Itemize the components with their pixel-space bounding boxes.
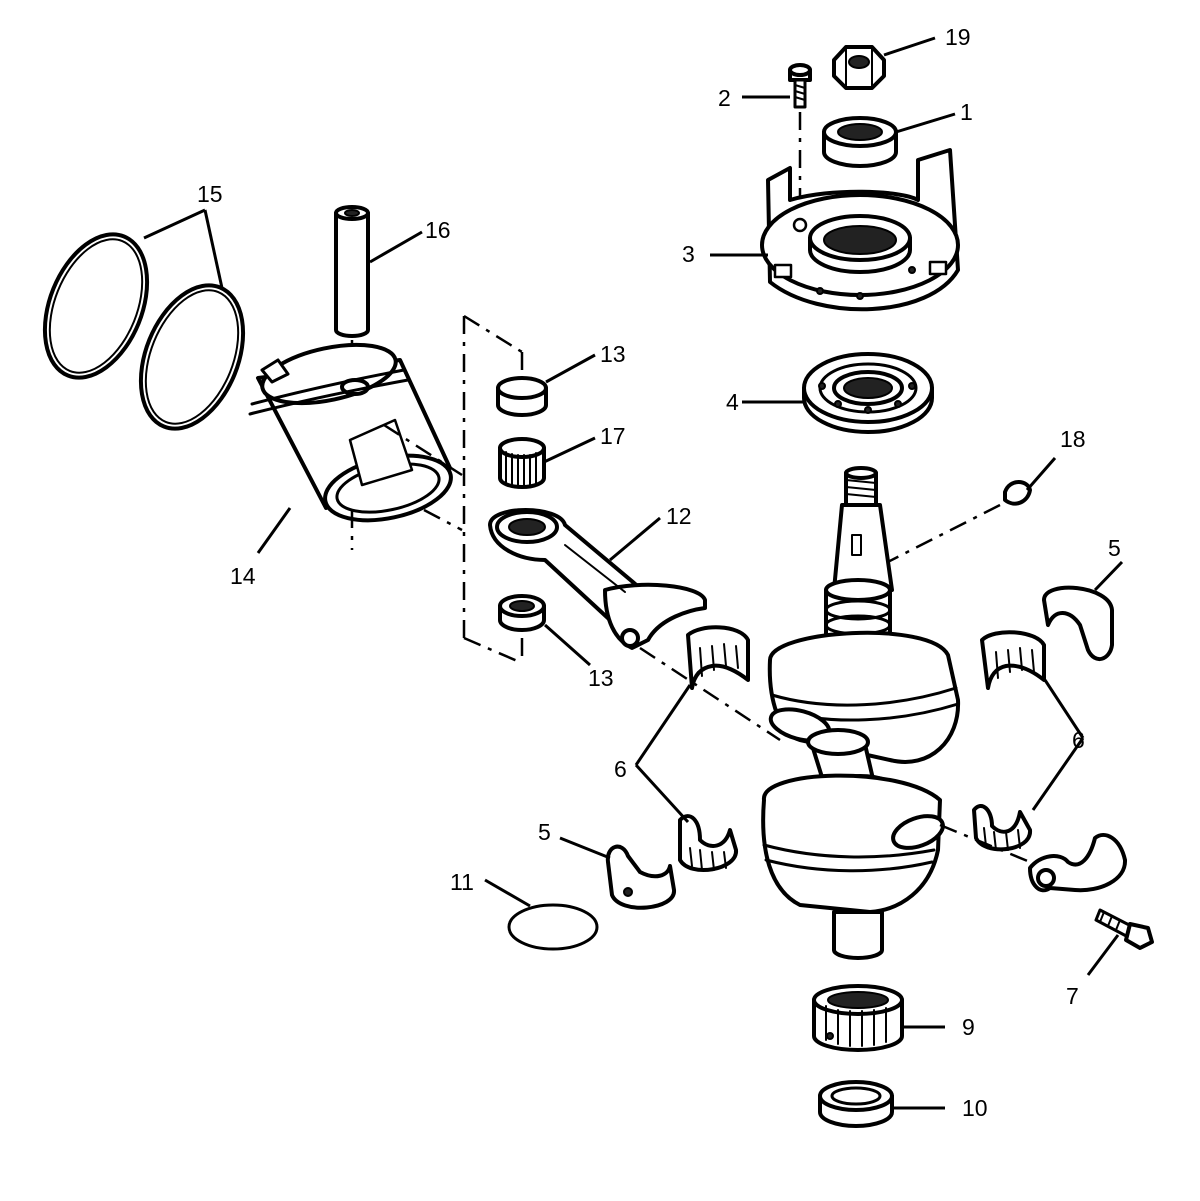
callout-14: 14 [230, 563, 256, 589]
rod-alignment-line [639, 646, 781, 742]
callout-16: 16 [425, 217, 451, 243]
end-cap-housing [760, 148, 960, 312]
callout-12: 12 [666, 503, 692, 529]
callout-5-left: 5 [538, 819, 551, 845]
retaining-ring [507, 903, 599, 951]
oil-seal-lower [818, 1080, 894, 1128]
callout-13-upper: 13 [600, 341, 626, 367]
callout-7: 7 [1066, 983, 1079, 1009]
pin-bushing-lower [498, 594, 546, 632]
connecting-rod [488, 508, 707, 650]
callout-9: 9 [962, 1014, 975, 1040]
needle-bearing [498, 437, 546, 489]
rod-bolt [1094, 908, 1154, 950]
pin-bore-line-lower [423, 508, 463, 532]
callout-6-right: 6 [1072, 727, 1085, 753]
oil-seal-upper [822, 116, 898, 168]
key-alignment-line [867, 503, 1001, 574]
leader-lines [143, 36, 1124, 1110]
callout-1: 1 [960, 99, 973, 125]
piston [248, 342, 453, 523]
callout-13-lower: 13 [588, 665, 614, 691]
main-bearing-cage-left [605, 844, 676, 910]
rod-cap [1028, 832, 1128, 893]
ball-bearing [802, 352, 934, 434]
screw [788, 63, 812, 109]
assembly-bracket [462, 314, 524, 665]
callout-15: 15 [197, 181, 223, 207]
callout-5-right: 5 [1108, 535, 1121, 561]
woodruff-key [1003, 480, 1032, 506]
callout-6-left: 6 [614, 756, 627, 782]
callout-11: 11 [450, 869, 474, 895]
nut [832, 45, 886, 90]
piston-rings [42, 232, 246, 431]
callout-2: 2 [718, 85, 731, 111]
needle-bearing-half-lower-right [972, 804, 1032, 852]
callout-3: 3 [682, 241, 695, 267]
callout-17: 17 [600, 423, 626, 449]
roller-bearing-lower [812, 984, 904, 1052]
callout-10: 10 [962, 1095, 988, 1121]
callout-labels: 19 2 1 3 4 15 16 13 17 12 13 14 18 5 6 6… [197, 24, 1121, 1121]
callout-4: 4 [726, 389, 739, 415]
callout-19: 19 [945, 24, 971, 50]
needle-bearing-half-upper-right [980, 630, 1046, 690]
rod-cap-alignment-line [939, 823, 1031, 864]
needle-bearing-half-upper-left [686, 625, 750, 690]
callout-18: 18 [1060, 426, 1086, 452]
main-bearing-cage-right [1042, 585, 1114, 661]
pin-bushing-upper [496, 376, 548, 417]
piston-pin [334, 205, 370, 338]
pin-bore-line-upper [383, 423, 463, 477]
crankshaft [761, 466, 961, 960]
needle-bearing-half-lower-left [678, 814, 738, 873]
